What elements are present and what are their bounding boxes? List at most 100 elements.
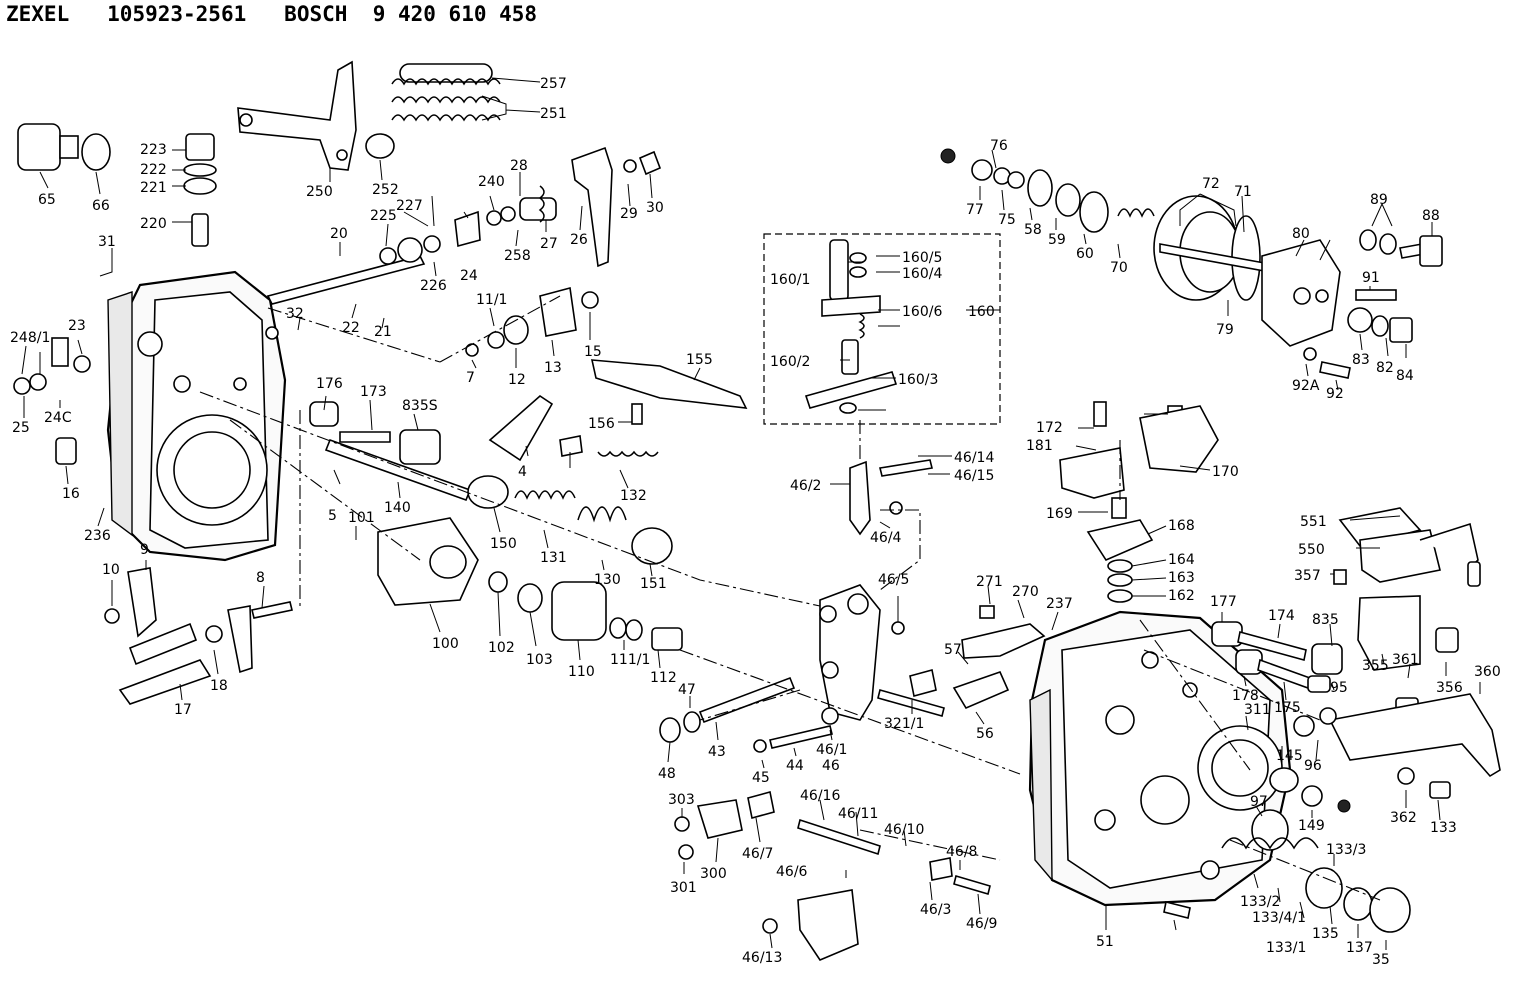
callout-170: 170 bbox=[1212, 464, 1239, 480]
callout-110: 110 bbox=[568, 664, 595, 680]
callout-76: 76 bbox=[990, 138, 1008, 154]
callout-46-16: 46/16 bbox=[800, 788, 840, 804]
callout-25: 25 bbox=[12, 420, 30, 436]
callout-92a: 92A bbox=[1292, 378, 1320, 394]
callout-112: 112 bbox=[650, 670, 677, 686]
callout-155: 155 bbox=[686, 352, 713, 368]
callout-88: 88 bbox=[1422, 208, 1440, 224]
callout-80: 80 bbox=[1292, 226, 1310, 242]
callout-103: 103 bbox=[526, 652, 553, 668]
callout-27: 27 bbox=[540, 236, 558, 252]
callout-133: 133/3 bbox=[1326, 842, 1366, 858]
callout-311: 311 bbox=[1244, 702, 1271, 718]
leader-lines bbox=[21, 77, 1481, 950]
right-upper-parts bbox=[940, 148, 1443, 379]
callout-160-6: 160/6 bbox=[902, 304, 942, 320]
callout-46-1: 46/1 bbox=[816, 742, 847, 758]
callout-164: 164 bbox=[1168, 552, 1195, 568]
callout-84: 84 bbox=[1396, 368, 1414, 384]
callout-9-left: 9 bbox=[140, 542, 149, 558]
callout-46-9: 46/9 bbox=[966, 916, 997, 932]
callout-66: 66 bbox=[92, 198, 110, 214]
callout-160-1: 160/1 bbox=[770, 272, 810, 288]
callout-75: 75 bbox=[998, 212, 1016, 228]
callout-4: 4 bbox=[518, 464, 527, 480]
callout-91: 91 bbox=[1362, 270, 1380, 286]
callout-23: 23 bbox=[68, 318, 86, 334]
left-small-parts bbox=[13, 286, 748, 705]
callout-130: 130 bbox=[594, 572, 621, 588]
callout-18: 18 bbox=[210, 678, 228, 694]
callout-162: 162 bbox=[1168, 588, 1195, 604]
callout-223: 223 bbox=[140, 142, 167, 158]
callout-97: 97 bbox=[1250, 794, 1268, 810]
callout-550: 550 bbox=[1298, 542, 1325, 558]
callout-57: 57 bbox=[944, 642, 962, 658]
callout-46-6: 46/6 bbox=[776, 864, 808, 880]
callout-46-14: 46/14 bbox=[954, 450, 994, 466]
callout-48: 48 bbox=[658, 766, 676, 782]
callout-357: 357 bbox=[1294, 568, 1321, 584]
callout-160: 160 bbox=[968, 304, 995, 320]
pump-housing-right bbox=[1028, 610, 1292, 907]
oem-brand-label: BOSCH bbox=[284, 2, 348, 26]
callout-160-2: 160/2 bbox=[770, 354, 810, 370]
callout-225: 225 bbox=[370, 208, 397, 224]
callout-356: 356 bbox=[1436, 680, 1463, 696]
callout-258: 258 bbox=[504, 248, 531, 264]
callout-236: 236 bbox=[84, 528, 111, 544]
callout-301: 301 bbox=[670, 880, 697, 896]
callout-303: 303 bbox=[668, 792, 695, 808]
callout-227: 227 bbox=[396, 198, 423, 214]
callout-10: 10 bbox=[102, 562, 120, 578]
callout-82: 82 bbox=[1376, 360, 1394, 376]
callout-58: 58 bbox=[1024, 222, 1042, 238]
callout-77: 77 bbox=[966, 202, 984, 218]
callout-221: 221 bbox=[140, 180, 167, 196]
callout-156: 156 bbox=[588, 416, 615, 432]
callout-20: 20 bbox=[330, 226, 348, 242]
callout-96: 96 bbox=[1304, 758, 1322, 774]
callout-5-left: 5 bbox=[328, 508, 337, 524]
callout-44: 44 bbox=[786, 758, 804, 774]
callout-226: 226 bbox=[420, 278, 447, 294]
callout-31: 31 bbox=[98, 234, 116, 250]
callout-252: 252 bbox=[372, 182, 399, 198]
callout-65: 65 bbox=[38, 192, 56, 208]
callout-248-1: 248/1 bbox=[10, 330, 50, 346]
callout-176: 176 bbox=[316, 376, 343, 392]
callout-250: 250 bbox=[306, 184, 333, 200]
right-middle-parts bbox=[877, 401, 1501, 933]
callout-100: 100 bbox=[432, 636, 459, 652]
callout-135: 137 bbox=[1346, 940, 1373, 956]
callout-173: 173 bbox=[360, 384, 387, 400]
callout-163: 163 bbox=[1168, 570, 1195, 586]
part-callout-labels: 257 251 250 252 65 66 223 222 221 220 31… bbox=[10, 76, 1501, 968]
callout-360: 360 bbox=[1474, 664, 1501, 680]
callout-168: 168 bbox=[1168, 518, 1195, 534]
callout-43: 43 bbox=[708, 744, 726, 760]
callout-46-13: 46/13 bbox=[742, 950, 782, 966]
callout-46-4: 46/4 bbox=[870, 530, 902, 546]
callout-160-4-top: 160/4 bbox=[902, 266, 942, 282]
callout-46-2: 46/2 bbox=[790, 478, 821, 494]
callout-321-1: 321/1 bbox=[884, 716, 924, 732]
callout-32: 32 bbox=[286, 306, 304, 322]
callout-137: 35 bbox=[1372, 952, 1390, 968]
callout-149: 149 bbox=[1298, 818, 1325, 834]
callout-46-7: 46/7 bbox=[742, 846, 773, 862]
callout-59: 59 bbox=[1048, 232, 1066, 248]
callout-172-left: 172 bbox=[1036, 420, 1063, 436]
callout-178: 178 bbox=[1232, 688, 1259, 704]
callout-160-5-top: 160/5 bbox=[902, 250, 942, 266]
callout-17: 17 bbox=[174, 702, 192, 718]
callout-29: 29 bbox=[620, 206, 638, 222]
callout-46-8: 46/8 bbox=[946, 844, 977, 860]
callout-140: 140 bbox=[384, 500, 411, 516]
callout-160-3: 160/3 bbox=[898, 372, 938, 388]
callout-251: 251 bbox=[540, 106, 567, 122]
callout-361-bottom: 133 bbox=[1430, 820, 1457, 836]
oem-part-number: 9 420 610 458 bbox=[372, 2, 538, 26]
callout-46-3: 46/3 bbox=[920, 902, 951, 918]
